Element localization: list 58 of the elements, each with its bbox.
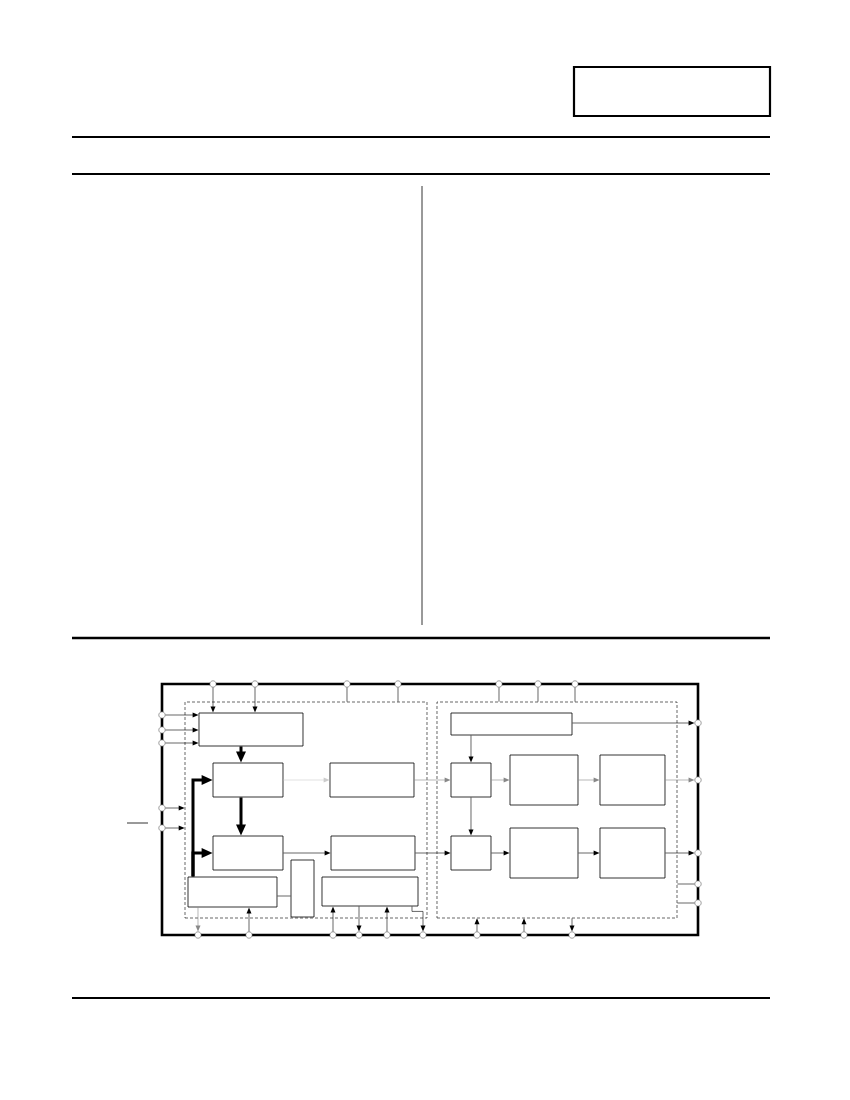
connector-line — [537, 687, 539, 702]
dashed-region — [184, 701, 428, 919]
arrow — [195, 907, 201, 932]
arrow — [210, 687, 216, 713]
arrow — [252, 687, 258, 713]
arrow — [665, 850, 695, 856]
connector-line — [277, 895, 291, 897]
arrow — [491, 850, 510, 856]
arrow — [578, 850, 600, 856]
arrow — [165, 805, 185, 811]
connector-line — [498, 687, 500, 702]
block-box — [329, 762, 415, 798]
block-box — [450, 835, 492, 871]
arrow — [165, 712, 199, 718]
block-box — [599, 754, 666, 806]
arrow — [521, 918, 527, 932]
arrow — [246, 907, 252, 932]
chip-outline — [160, 682, 700, 937]
block-box — [450, 712, 573, 736]
block-box — [321, 876, 419, 907]
arrow — [468, 735, 474, 763]
arrow — [569, 918, 575, 932]
arrow — [283, 850, 331, 856]
thick-arrow — [236, 746, 246, 763]
connector-line — [677, 883, 695, 885]
block-box — [290, 859, 315, 918]
arrow — [572, 720, 695, 726]
dashed-region — [436, 701, 678, 919]
block-box — [212, 762, 284, 798]
block-box — [330, 835, 416, 871]
thick-arrow — [236, 797, 246, 836]
block-box — [509, 827, 579, 879]
connector-line — [346, 687, 348, 702]
arrow — [411, 906, 426, 932]
connector-line — [574, 687, 576, 702]
block-box — [599, 827, 666, 879]
arrow — [283, 777, 330, 783]
arrow — [414, 777, 451, 783]
arrow — [491, 777, 510, 783]
arrow — [165, 727, 199, 733]
block-box — [187, 876, 278, 908]
block-box — [212, 835, 284, 871]
arrow — [384, 906, 390, 932]
arrow — [474, 918, 480, 932]
arrow — [165, 825, 185, 831]
arrow — [468, 797, 474, 836]
arrow — [165, 740, 199, 746]
connector-line — [677, 902, 695, 904]
arrow — [330, 906, 336, 932]
block-box — [509, 754, 579, 806]
arrow — [578, 777, 600, 783]
arrow — [356, 906, 362, 932]
arrow — [665, 777, 695, 783]
block-box — [450, 762, 492, 798]
arrow — [415, 850, 451, 856]
block-box — [198, 712, 304, 747]
thick-arrow — [191, 848, 213, 877]
connector-line — [397, 687, 399, 702]
